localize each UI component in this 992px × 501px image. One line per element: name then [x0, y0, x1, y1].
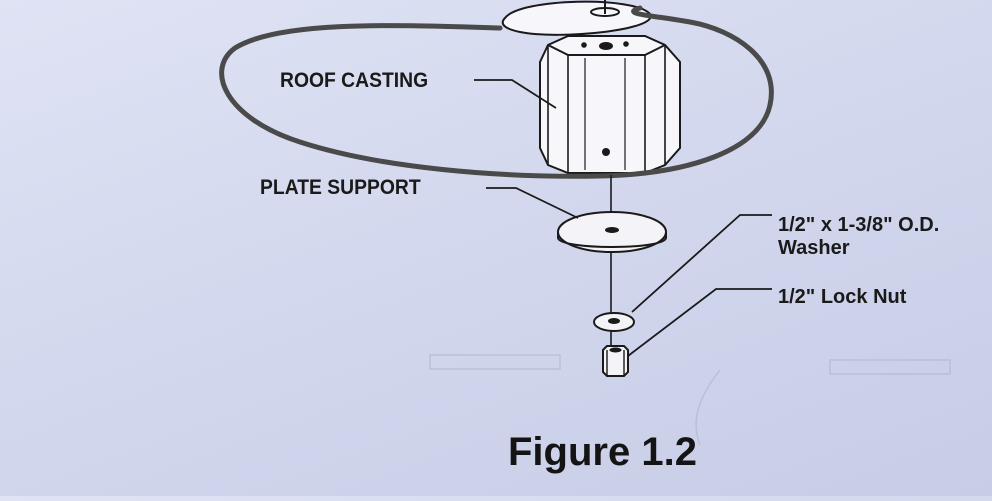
lock-nut-label: 1/2" Lock Nut — [778, 286, 907, 308]
highlight-circle — [219, 5, 774, 179]
roof-casting-leader — [474, 79, 557, 109]
roof-casting — [539, 35, 681, 174]
plate-support — [557, 211, 667, 253]
bleed-through-marks — [429, 354, 951, 446]
lock-nut — [602, 345, 629, 377]
figure-caption: Figure 1.2 — [508, 430, 697, 474]
roof-casting-label: ROOF CASTING — [280, 69, 429, 92]
plate-support-leader — [486, 187, 579, 219]
washer-label-name: Washer — [778, 237, 850, 259]
top-plate — [501, 0, 652, 36]
plate-support-label: PLATE SUPPORT — [260, 176, 421, 199]
lock-nut-leader — [627, 288, 772, 357]
washer-label-size: 1/2" x 1-3/8" O.D. — [778, 214, 940, 236]
washer-leader — [631, 214, 772, 313]
leader-lines — [474, 79, 772, 357]
washer — [593, 312, 635, 332]
